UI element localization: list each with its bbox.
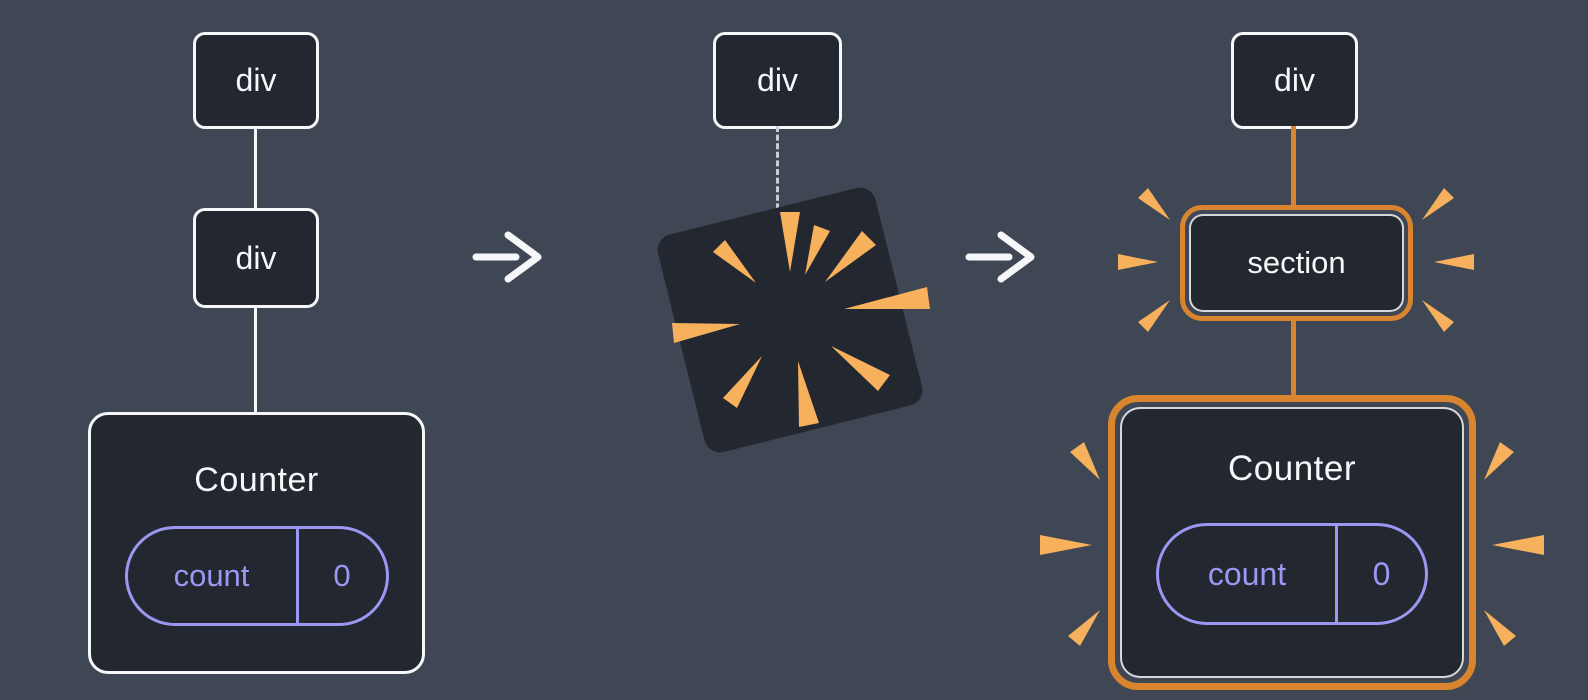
state-pill: count 0 xyxy=(1156,523,1428,625)
state-key: count xyxy=(1207,555,1287,592)
right-arrow-icon xyxy=(472,231,542,283)
state-value: 0 xyxy=(295,529,386,623)
node-div-root-before: div xyxy=(193,32,319,129)
node-div-child-before: div xyxy=(193,208,319,308)
counter-component-before: Counter count 0 xyxy=(88,412,425,674)
component-title: Counter xyxy=(1227,449,1357,488)
right-arrow-icon xyxy=(965,231,1035,283)
detached-edge xyxy=(776,126,779,218)
tree-edge xyxy=(254,126,257,212)
tree-edge xyxy=(254,305,257,415)
state-key: count xyxy=(173,558,250,593)
node-div-root-during: div xyxy=(713,32,842,129)
poof-explosion-icon xyxy=(657,187,930,453)
state-pill: count 0 xyxy=(124,526,389,626)
counter-component-after: Counter count 0 xyxy=(1120,407,1464,678)
node-section: section xyxy=(1189,214,1404,312)
node-section-highlight-ring: section xyxy=(1180,205,1413,321)
counter-component-highlight-ring: Counter count 0 xyxy=(1108,395,1476,690)
component-title: Counter xyxy=(194,461,319,499)
node-div-root-after: div xyxy=(1231,32,1358,129)
tree-edge-highlight xyxy=(1291,318,1296,398)
state-value: 0 xyxy=(1335,526,1425,622)
tree-edge-highlight xyxy=(1291,126,1296,209)
